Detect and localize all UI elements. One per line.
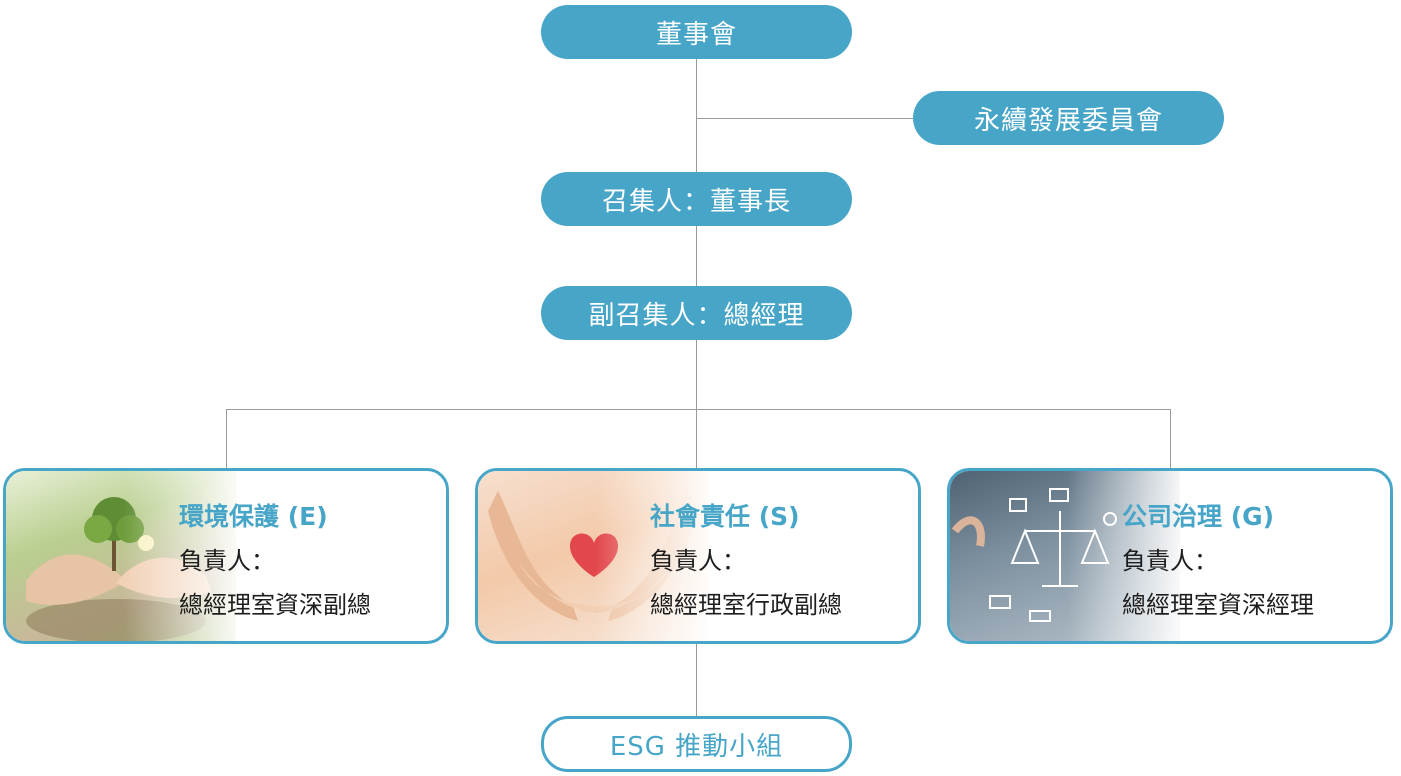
- connector-main-trunk: [696, 58, 697, 410]
- esg-taskforce-node: ESG 推動小組: [541, 716, 852, 772]
- environment-owner-label: 負責人：: [179, 547, 275, 575]
- connector-branch-e: [226, 409, 227, 470]
- connector-branch-s: [696, 409, 697, 470]
- social-card: 社會責任 (S) 負責人： 總經理室行政副總: [475, 468, 921, 644]
- connector-committee: [696, 118, 916, 119]
- social-fade-overlay: [478, 471, 738, 641]
- social-text: 社會責任 (S) 負責人： 總經理室行政副總: [650, 495, 842, 627]
- environment-title: 環境保護 (E): [179, 502, 328, 531]
- connector-taskforce: [696, 642, 697, 718]
- governance-owner-label: 負責人：: [1122, 547, 1218, 575]
- board-node: 董事會: [541, 5, 852, 59]
- social-owner-label: 負責人：: [650, 547, 746, 575]
- governance-title: 公司治理 (G): [1122, 502, 1275, 531]
- governance-card: 公司治理 (G) 負責人： 總經理室資深經理: [947, 468, 1393, 644]
- governance-text: 公司治理 (G) 負責人： 總經理室資深經理: [1122, 495, 1314, 627]
- committee-node: 永續發展委員會: [913, 91, 1224, 145]
- connector-branch-g: [1170, 409, 1171, 470]
- environment-owner: 總經理室資深副總: [179, 591, 371, 619]
- connector-horizontal-branch: [226, 409, 1171, 410]
- social-title: 社會責任 (S): [650, 502, 800, 531]
- environment-fade-overlay: [6, 471, 266, 641]
- social-owner: 總經理室行政副總: [650, 591, 842, 619]
- governance-fade-overlay: [950, 471, 1210, 641]
- convener-node: 召集人：董事長: [541, 172, 852, 226]
- governance-owner: 總經理室資深經理: [1122, 591, 1314, 619]
- environment-card: 環境保護 (E) 負責人： 總經理室資深副總: [3, 468, 449, 644]
- deputy-convener-node: 副召集人：總經理: [541, 286, 852, 340]
- environment-text: 環境保護 (E) 負責人： 總經理室資深副總: [179, 495, 371, 627]
